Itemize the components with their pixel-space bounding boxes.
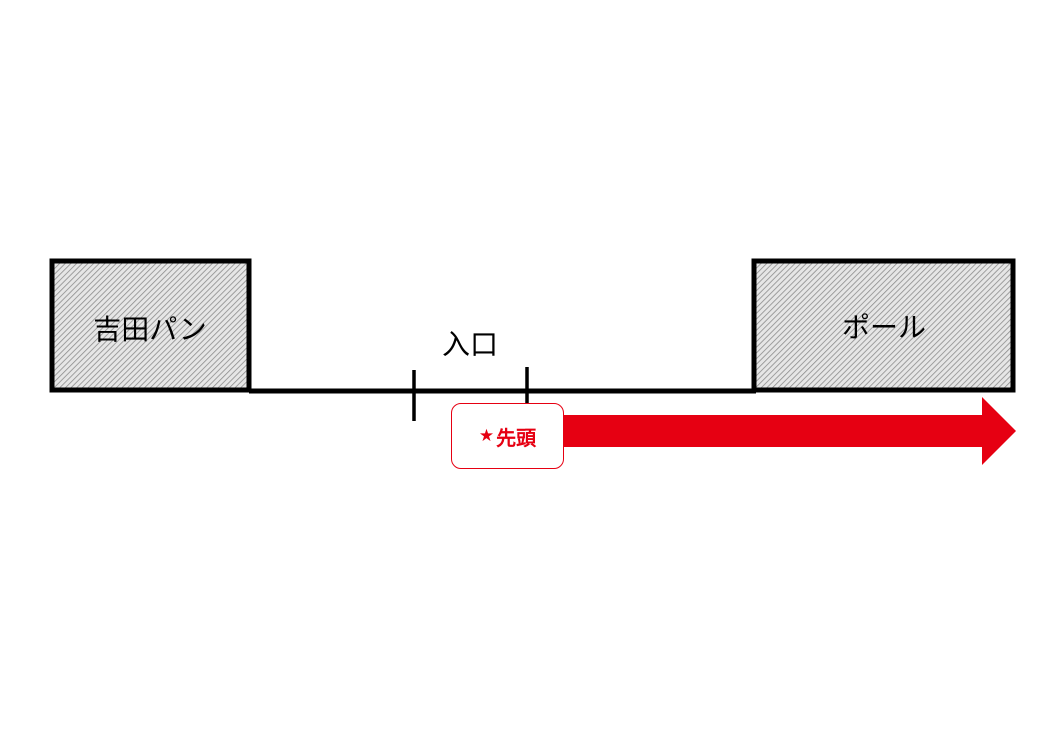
right-building-box [751,258,1016,393]
right-building-label: ポール [841,311,927,344]
entrance-label: 入口 [441,328,499,361]
queue-head-badge: ★ 先頭 [451,403,564,469]
left-building-box [49,258,252,393]
left-building-label: 吉田パン [93,313,207,346]
queue-head-label: 先頭 [496,425,537,450]
queue-direction-arrow [562,397,1016,465]
star-icon: ★ [478,426,495,446]
